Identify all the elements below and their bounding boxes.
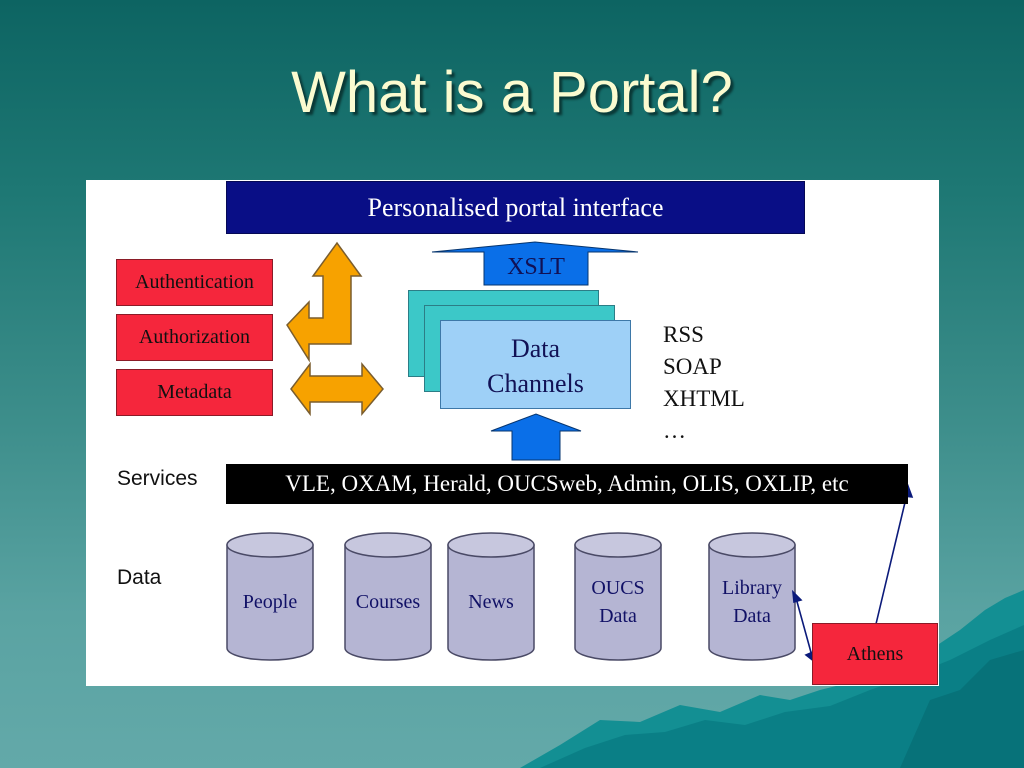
data-cylinder-people bbox=[226, 532, 314, 661]
data-channels-card: Data Channels bbox=[440, 320, 631, 409]
authentication-box: Authentication bbox=[116, 259, 273, 306]
data-cylinder-library-data bbox=[708, 532, 796, 661]
slide-title: What is a Portal? bbox=[291, 60, 733, 125]
data-store-oucs-line2: Data bbox=[599, 605, 637, 627]
data-channels-line2: Channels bbox=[487, 369, 584, 398]
data-store-news: News bbox=[468, 591, 514, 613]
metadata-double-arrow bbox=[290, 361, 384, 417]
athens-box: Athens bbox=[812, 623, 938, 685]
data-store-label: People bbox=[227, 588, 313, 616]
data-store-label: News bbox=[448, 588, 534, 616]
data-cylinder-oucs-data bbox=[574, 532, 662, 661]
data-store-library-line2: Data bbox=[733, 605, 771, 627]
xslt-label: XSLT bbox=[507, 254, 565, 280]
format-rss: RSS bbox=[663, 322, 704, 347]
services-up-arrow bbox=[490, 413, 582, 461]
data-store-label: Courses bbox=[342, 588, 434, 616]
services-label: Services bbox=[117, 467, 198, 490]
data-cylinder-courses bbox=[344, 532, 432, 661]
data-store-oucs: OUCS bbox=[591, 577, 645, 599]
xslt-arrow bbox=[431, 241, 639, 286]
data-channels-line1: Data bbox=[510, 334, 561, 363]
portal-interface-bar: Personalised portal interface bbox=[226, 181, 805, 234]
authorization-box: Authorization bbox=[116, 314, 273, 361]
data-store-people: People bbox=[242, 591, 298, 613]
format-more: … bbox=[663, 418, 686, 443]
data-store-label: OUCS Data bbox=[575, 574, 661, 630]
data-cylinder-news bbox=[447, 532, 535, 661]
data-store-label: Library Data bbox=[709, 574, 795, 630]
metadata-box: Metadata bbox=[116, 369, 273, 416]
auth-up-arrow bbox=[286, 241, 363, 363]
services-bar: VLE, OXAM, Herald, OUCSweb, Admin, OLIS,… bbox=[226, 464, 908, 504]
data-label: Data bbox=[117, 566, 162, 589]
format-xhtml: XHTML bbox=[663, 386, 745, 411]
data-store-courses: Courses bbox=[355, 591, 421, 613]
format-soap: SOAP bbox=[663, 354, 722, 379]
data-store-library: Library bbox=[722, 577, 782, 599]
